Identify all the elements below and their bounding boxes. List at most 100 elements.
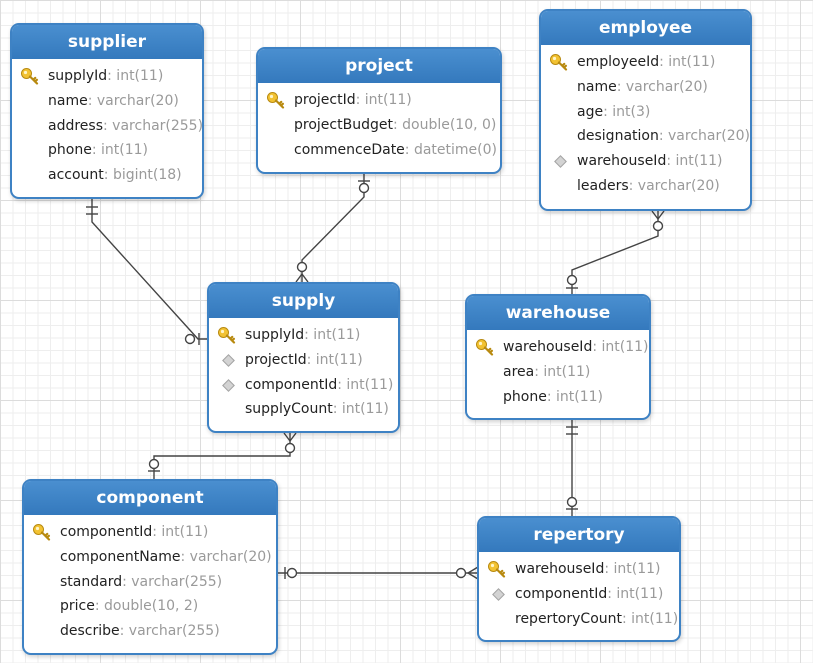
field-type: : int(11) [604,561,661,577]
field-row[interactable]: warehouseId: int(11) [479,557,679,582]
field-type: : varchar(20) [658,128,750,145]
field-type: : bigint(18) [103,167,182,184]
field-name: supplyCount [245,401,333,418]
entity-title[interactable]: project [258,49,500,83]
primary-key-icon [266,91,286,109]
entity-title[interactable]: supply [209,284,398,318]
field-list: supplyId: int(11)name: varchar(20)addres… [12,59,204,192]
field-row[interactable]: supplyCount: int(11) [209,397,398,422]
field-type: : varchar(20) [180,548,272,565]
field-type: : int(11) [332,401,389,418]
field-type: : int(11) [304,327,361,343]
field-type: : int(11) [337,376,394,393]
field-row[interactable]: componentId: int(11) [209,373,398,398]
field-name: warehouseId [503,339,593,355]
field-row[interactable]: componentId: int(11) [24,520,276,545]
foreign-key-icon [222,378,235,392]
field-row[interactable]: price: double(10, 2) [24,594,276,619]
relation-project-supply[interactable] [295,174,370,283]
entity-title[interactable]: component [24,481,276,515]
field-row[interactable]: address: varchar(255) [12,114,204,139]
field-name: componentId [60,524,153,540]
primary-key-icon [549,53,569,71]
primary-key-icon [32,523,52,541]
field-name: phone [503,388,547,405]
field-row[interactable]: repertoryCount: int(11) [479,607,679,632]
relation-employee-warehouse[interactable] [566,210,665,294]
field-type: : int(3) [603,103,651,120]
primary-key-icon [20,67,40,85]
foreign-key-icon [222,353,235,367]
field-row[interactable]: phone: int(11) [467,385,649,410]
field-name: repertoryCount [515,610,622,627]
entity-title[interactable]: employee [541,11,750,45]
field-name: area [503,363,535,380]
field-row[interactable]: supplyId: int(11) [209,323,398,348]
field-type: : datetime(0) [404,141,497,158]
relation-supplier-supply[interactable] [86,199,208,345]
field-type: : varchar(255) [103,117,204,134]
relation-supply-component[interactable] [148,432,297,479]
field-type: : int(11) [355,92,412,108]
field-row[interactable]: componentId: int(11) [479,582,679,607]
field-row[interactable]: phone: int(11) [12,138,202,163]
field-type: : int(11) [659,54,716,70]
field-row[interactable]: account: bigint(18) [12,163,202,188]
field-type: : int(11) [622,610,679,627]
relation-warehouse-repertory[interactable] [566,420,578,516]
field-name: name [577,78,617,95]
field-name: name [48,92,88,109]
field-row[interactable]: projectBudget: double(10, 0) [258,113,500,138]
field-type: : varchar(255) [119,623,220,640]
field-type: : varchar(20) [628,177,720,194]
field-name: componentId [245,376,338,393]
field-row[interactable]: employeeId: int(11) [541,50,750,75]
field-type: : varchar(20) [616,78,708,95]
field-list: warehouseId: int(11)area: int(11)phone: … [467,330,649,413]
field-name: phone [48,142,92,159]
entity-title[interactable]: warehouse [467,296,649,330]
field-row[interactable]: area: int(11) [467,360,649,385]
field-name: leaders [577,177,629,194]
field-type: : double(10, 2) [94,598,199,615]
primary-key-icon [217,326,237,344]
field-row[interactable]: projectId: int(11) [258,88,500,113]
relation-component-repertory[interactable] [278,566,479,580]
field-type: : int(11) [592,339,649,355]
field-list: supplyId: int(11)projectId: int(11)compo… [209,318,398,426]
field-row[interactable]: leaders: varchar(20) [541,174,750,199]
field-row[interactable]: standard: varchar(255) [24,570,276,595]
field-type: : int(11) [107,68,164,84]
field-row[interactable]: designation: varchar(20) [541,124,750,149]
field-row[interactable]: commenceDate: datetime(0) [258,138,500,163]
field-row[interactable]: warehouseId: int(11) [467,335,649,360]
field-list: employeeId: int(11)name: varchar(20)age:… [541,45,750,203]
field-list: warehouseId: int(11)componentId: int(11)… [479,552,679,635]
field-type: : double(10, 0) [392,116,497,133]
entity-title[interactable]: supplier [12,25,202,59]
field-type: : varchar(20) [87,92,179,109]
field-row[interactable]: supplyId: int(11) [12,64,202,89]
field-row[interactable]: componentName: varchar(20) [24,545,276,570]
field-name: projectBudget [294,116,393,133]
entity-title[interactable]: repertory [479,518,679,552]
field-row[interactable]: describe: varchar(255) [24,619,276,644]
field-row[interactable]: age: int(3) [541,100,750,125]
field-type: : int(11) [152,524,209,540]
field-row[interactable]: name: varchar(20) [541,75,750,100]
field-row[interactable]: name: varchar(20) [12,89,202,114]
field-name: supplyId [245,327,305,343]
field-row[interactable]: projectId: int(11) [209,348,398,373]
field-row[interactable]: warehouseId: int(11) [541,149,750,174]
field-name: describe [60,623,120,640]
field-name: supplyId [48,68,108,84]
field-list: componentId: int(11)componentName: varch… [24,515,276,648]
